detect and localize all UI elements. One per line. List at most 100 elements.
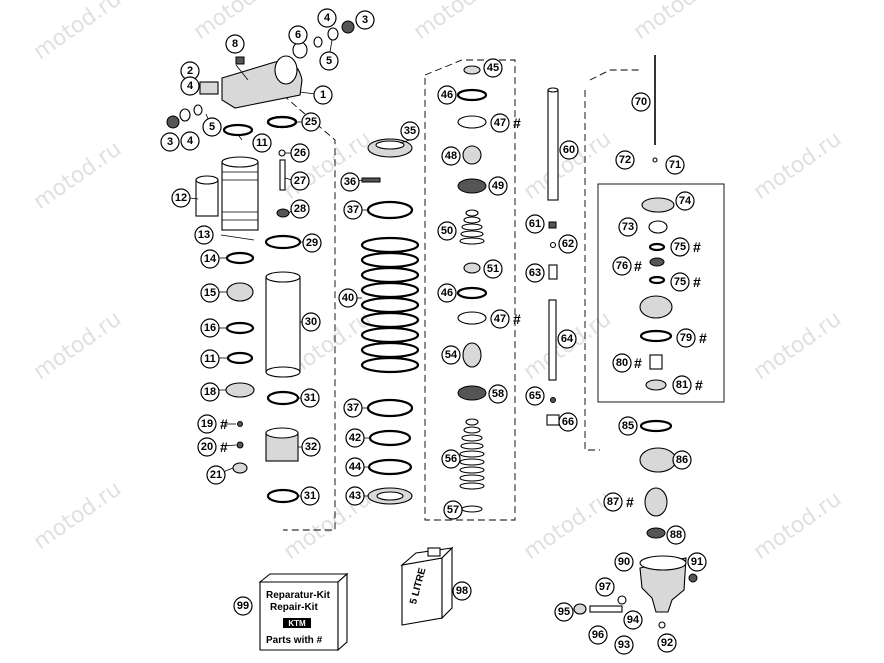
rebound-shims	[459, 418, 485, 490]
callout-29: 29	[302, 233, 322, 253]
spring-group	[360, 138, 420, 505]
svg-text:29: 29	[306, 237, 318, 249]
callout-47: 47	[490, 113, 510, 133]
svg-text:48: 48	[445, 150, 457, 162]
clevis	[639, 557, 687, 613]
callout-50: 50	[437, 221, 457, 241]
o-ring	[648, 242, 666, 252]
reservoir-body	[221, 161, 259, 231]
spacer	[463, 262, 481, 274]
callout-81: 81	[672, 375, 692, 395]
callout-4: 4	[180, 131, 200, 151]
callout-99: 99	[233, 596, 253, 616]
hash-marker: #	[634, 258, 642, 274]
valve-cap	[232, 462, 248, 474]
svg-text:2: 2	[187, 65, 193, 77]
svg-text:75: 75	[674, 241, 686, 253]
svg-text:65: 65	[529, 390, 541, 402]
callout-64: 64	[557, 329, 577, 349]
svg-text:85: 85	[622, 420, 634, 432]
callout-94: 94	[623, 610, 643, 630]
svg-text:43: 43	[349, 490, 361, 502]
end-cap-top	[265, 427, 299, 439]
svg-text:92: 92	[661, 637, 673, 649]
svg-text:30: 30	[305, 316, 317, 328]
callout-88: 88	[666, 525, 686, 545]
shim-stack	[462, 145, 482, 165]
o-ring	[639, 329, 673, 343]
callout-90: 90	[614, 552, 634, 572]
o-ring	[648, 275, 666, 285]
ball	[617, 595, 627, 605]
watermark: motod.ru	[749, 487, 846, 565]
svg-text:61: 61	[529, 218, 541, 230]
svg-text:96: 96	[592, 629, 604, 641]
svg-text:37: 37	[347, 204, 359, 216]
o-ring	[649, 257, 665, 267]
svg-text:81: 81	[676, 379, 688, 391]
cylinder-top	[265, 271, 301, 283]
ball	[549, 241, 557, 249]
hash-marker: #	[220, 439, 228, 455]
separating-piston	[226, 282, 254, 302]
callout-61: 61	[525, 214, 545, 234]
callout-63: 63	[525, 263, 545, 283]
callout-26: 26	[290, 143, 310, 163]
callout-37: 37	[343, 398, 363, 418]
shim-stack-group	[456, 65, 488, 513]
svg-text:50: 50	[441, 225, 453, 237]
svg-text:35: 35	[404, 125, 416, 137]
nut	[463, 65, 481, 75]
callout-47: 47	[490, 309, 510, 329]
adjuster-body	[639, 295, 673, 319]
guide-line	[424, 59, 516, 521]
callout-11: 11	[252, 133, 272, 153]
callout-12: 12	[171, 188, 191, 208]
o-ring	[193, 104, 203, 116]
svg-text:71: 71	[669, 159, 681, 171]
svg-text:11: 11	[256, 137, 268, 149]
hash-marker: #	[220, 416, 228, 432]
o-ring	[222, 123, 254, 137]
watermark: motod.ru	[279, 127, 376, 205]
needle	[548, 264, 558, 280]
svg-text:49: 49	[492, 180, 504, 192]
svg-text:5: 5	[209, 121, 215, 133]
repair-kit-parts-with: Parts with #	[266, 635, 323, 646]
callout-87: 87	[603, 492, 623, 512]
ball	[652, 157, 658, 163]
callout-19: 19	[197, 414, 217, 434]
callout-65: 65	[525, 386, 545, 406]
callout-57: 57	[443, 500, 463, 520]
svg-text:56: 56	[445, 453, 457, 465]
svg-text:4: 4	[187, 80, 194, 92]
svg-text:97: 97	[599, 581, 611, 593]
svg-text:1: 1	[320, 89, 326, 101]
screw	[361, 177, 381, 183]
callout-45: 45	[483, 58, 503, 78]
guide-line	[584, 90, 600, 451]
callout-95: 95	[554, 602, 574, 622]
shim-stack	[462, 342, 482, 368]
washer	[367, 458, 413, 476]
callout-92: 92	[657, 633, 677, 653]
svg-text:6: 6	[295, 29, 301, 41]
watermark: motod.ru	[29, 0, 126, 65]
adjuster-rod	[548, 299, 557, 381]
spring-retainer	[368, 429, 412, 447]
svg-text:20: 20	[201, 441, 213, 453]
watermark: motod.ru	[749, 307, 846, 385]
set-screw	[658, 621, 666, 629]
ktm-logo-text: KTM	[288, 619, 306, 628]
svg-text:32: 32	[305, 441, 317, 453]
sleeve-top	[195, 175, 219, 185]
svg-text:26: 26	[294, 147, 306, 159]
callout-48: 48	[441, 146, 461, 166]
svg-text:90: 90	[618, 556, 630, 568]
callout-46: 46	[437, 283, 457, 303]
callout-46: 46	[437, 85, 457, 105]
subassembly-frame	[597, 183, 725, 403]
svg-text:63: 63	[529, 267, 541, 279]
svg-text:86: 86	[676, 454, 688, 466]
